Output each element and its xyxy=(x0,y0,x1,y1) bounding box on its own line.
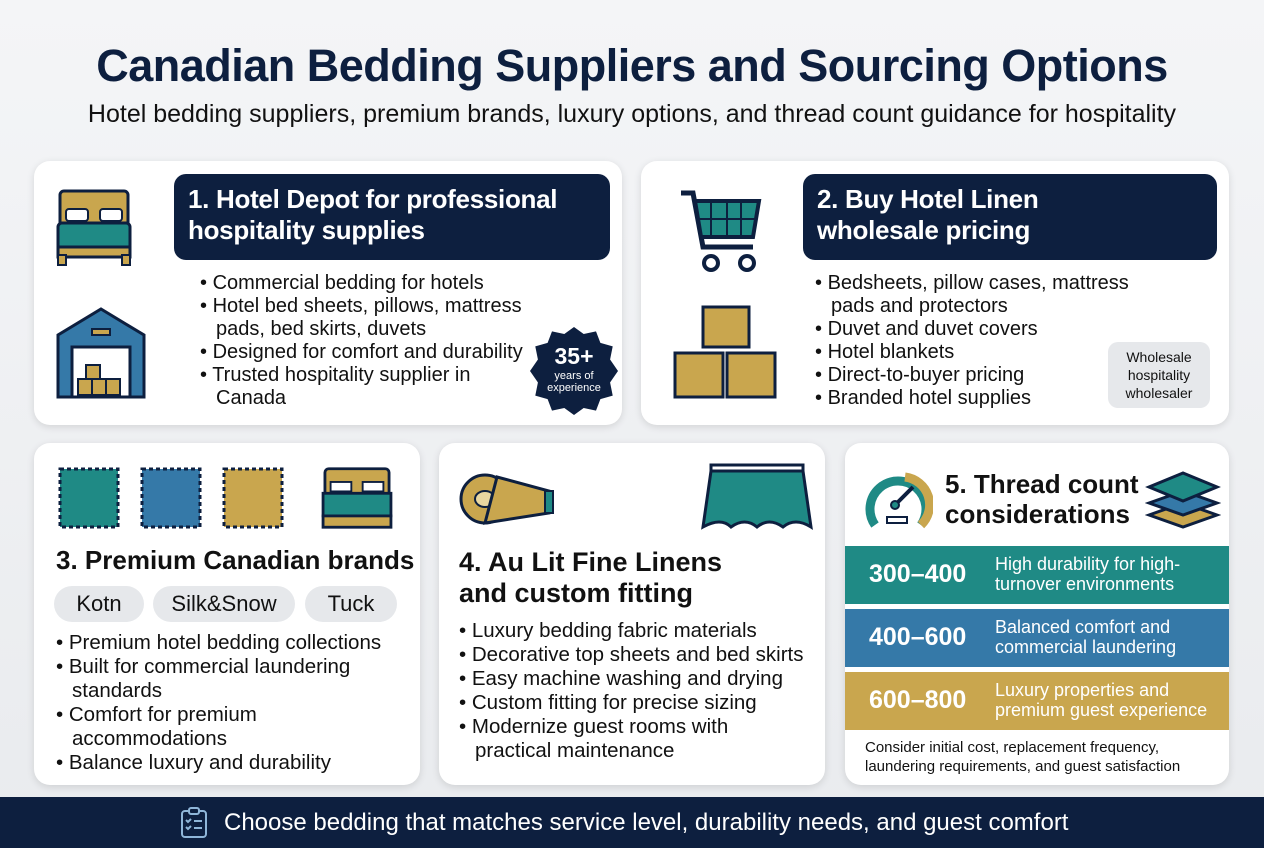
card5-note: Consider initial cost, replacement frequ… xyxy=(865,739,1181,775)
shopping-cart-icon xyxy=(681,190,762,272)
card-buy-hotel-linen: 2. Buy Hotel Linen wholesale pricing Bed… xyxy=(641,161,1229,425)
footer-banner: Choose bedding that matches service leve… xyxy=(0,797,1264,848)
list-item: Luxury bedding fabric materials xyxy=(459,619,819,643)
list-item: Direct-to-buyer pricing xyxy=(815,364,1100,387)
thread-range-600-800: 600–800 Luxury properties and premium gue… xyxy=(845,672,1229,730)
bed-icon xyxy=(56,189,132,266)
card2-content: 2. Buy Hotel Linen wholesale pricing Bed… xyxy=(803,174,1217,410)
card2-bullets: Bedsheets, pillow cases, mattress pads a… xyxy=(815,272,1205,410)
list-item: Easy machine washing and drying xyxy=(459,667,819,691)
footer-text: Choose bedding that matches service leve… xyxy=(224,809,1069,836)
bed-skirt-icon xyxy=(701,463,813,530)
boxes-icon xyxy=(673,305,777,399)
thread-range-400-600: 400–600 Balanced comfort and commercial l… xyxy=(845,609,1229,667)
list-item: Balance luxury and durability xyxy=(56,751,406,775)
card-thread-count: 5. Thread count considerations 300–400 Hi… xyxy=(845,443,1229,785)
list-item: Premium hotel bedding collections xyxy=(56,631,406,655)
gauge-icon xyxy=(865,472,933,529)
range-desc: Luxury properties and premium guest expe… xyxy=(995,680,1208,720)
card1-heading: 1. Hotel Depot for professional hospital… xyxy=(174,174,610,260)
list-item: Hotel bed sheets, pillows, mattress pads… xyxy=(200,295,526,341)
layers-icon xyxy=(1145,471,1221,529)
card-hotel-depot: 1. Hotel Depot for professional hospital… xyxy=(34,161,622,425)
wholesale-tag: Wholesale hospitality wholesaler xyxy=(1108,342,1210,408)
list-item: Bedsheets, pillow cases, mattress pads a… xyxy=(815,272,1175,318)
brand-pill-silk-snow: Silk&Snow xyxy=(153,586,295,622)
brand-pill-tuck: Tuck xyxy=(305,586,397,622)
list-item: Decorative top sheets and bed skirts xyxy=(459,643,819,667)
list-item: Trusted hospitality supplier in Canada xyxy=(200,364,526,410)
range-desc: High durability for high-turnover enviro… xyxy=(995,554,1181,594)
list-item: Commercial bedding for hotels xyxy=(200,272,526,295)
card3-heading: 3. Premium Canadian brands xyxy=(56,545,415,575)
list-item: Comfort for premium accommodations xyxy=(56,703,406,751)
range-value: 600–800 xyxy=(869,686,967,714)
list-item: Duvet and duvet covers xyxy=(815,318,1100,341)
list-item: Branded hotel supplies xyxy=(815,387,1100,410)
card3-bullets: Premium hotel bedding collections Built … xyxy=(56,631,406,775)
card-premium-brands: 3. Premium Canadian brands Kotn Silk&Sno… xyxy=(34,443,420,785)
badge-label: years of experience xyxy=(547,370,601,394)
card2-heading: 2. Buy Hotel Linen wholesale pricing xyxy=(803,174,1217,260)
card5-heading: 5. Thread count considerations xyxy=(945,469,1139,529)
range-desc: Balanced comfort and commercial launderi… xyxy=(995,617,1177,657)
clipboard-checklist-icon xyxy=(181,807,207,838)
measuring-tape-icon xyxy=(459,473,554,525)
card1-bullets: Commercial bedding for hotels Hotel bed … xyxy=(200,272,526,410)
warehouse-icon xyxy=(56,307,146,399)
list-item: Built for commercial laundering standard… xyxy=(56,655,406,703)
list-item: Hotel blankets xyxy=(815,341,1100,364)
card4-heading: 4. Au Lit Fine Linens and custom fitting xyxy=(459,547,723,608)
fabric-swatch-icon xyxy=(58,467,284,529)
page-title: Canadian Bedding Suppliers and Sourcing … xyxy=(96,40,1168,91)
thread-range-300-400: 300–400 High durability for high-turnover… xyxy=(845,546,1229,604)
list-item: Designed for comfort and durability xyxy=(200,341,526,364)
card1-content: 1. Hotel Depot for professional hospital… xyxy=(174,174,610,410)
list-item: Custom fitting for precise sizing xyxy=(459,691,819,715)
list-item: Modernize guest rooms with practical mai… xyxy=(459,715,819,763)
bed-icon xyxy=(321,467,393,529)
range-value: 300–400 xyxy=(869,560,967,588)
brand-pill-kotn: Kotn xyxy=(54,586,144,622)
badge-value: 35+ xyxy=(554,343,594,369)
page-subtitle: Hotel bedding suppliers, premium brands,… xyxy=(87,100,1177,128)
card4-bullets: Luxury bedding fabric materials Decorati… xyxy=(459,619,819,763)
range-value: 400–600 xyxy=(869,623,967,651)
card-au-lit: 4. Au Lit Fine Linens and custom fitting… xyxy=(439,443,825,785)
